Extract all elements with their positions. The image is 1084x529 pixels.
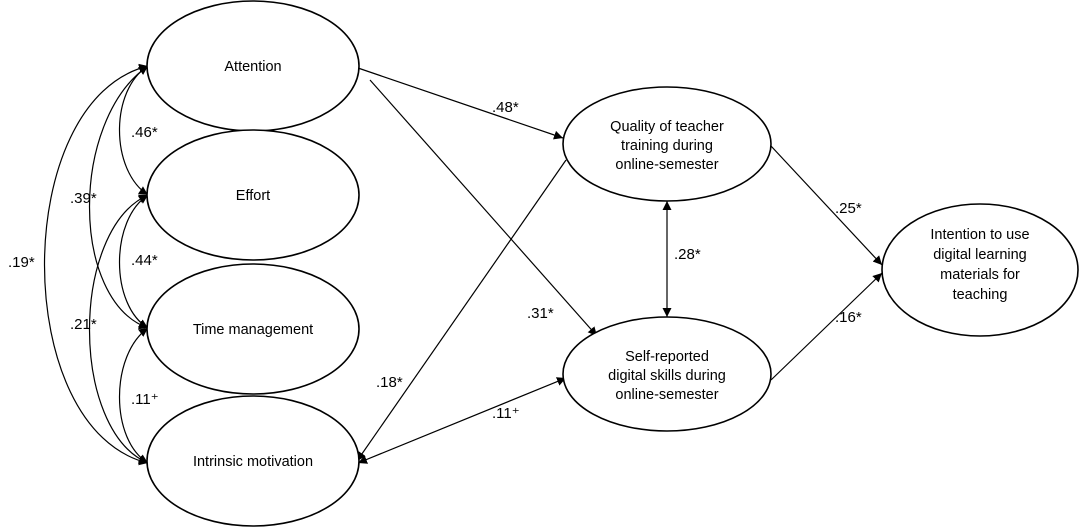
arc-time-intrinsic [118,327,149,464]
node-digital-skills-line-1: Self-reported [625,349,709,365]
node-intention-line-4: teaching [953,287,1008,303]
arc-effort-time [118,194,149,329]
node-digital-skills: Self-reported digital skills during onli… [562,316,772,432]
node-effort-label: Effort [236,188,270,204]
arc-attention-effort [118,65,149,196]
coef-attention-quality: .48* [492,99,519,116]
node-intention-line-2: digital learning [933,247,1027,263]
node-attention: Attention [146,0,360,132]
node-time-management-label: Time management [193,322,313,338]
coef-attention-effort: .46* [131,124,158,141]
coef-time-intrinsic: .11⁺ [131,391,159,408]
node-intrinsic-motivation: Intrinsic motivation [146,395,360,527]
node-quality-training: Quality of teacher training during onlin… [562,86,772,202]
path-attention-skills [369,79,598,337]
arc-attention-time [89,65,149,330]
node-intention-line-3: materials for [940,267,1020,283]
node-digital-skills-line-2: digital skills during [608,368,726,384]
node-quality-training-line-3: online-semester [615,157,718,173]
coef-attention-time: .39* [70,190,97,207]
coef-skills-intrinsic: .11⁺ [492,405,520,422]
coef-quality-intention: .25* [835,200,862,217]
coef-skills-intention: .16* [835,309,862,326]
node-quality-training-line-2: training during [621,138,713,154]
node-effort: Effort [146,129,360,261]
node-intention-line-1: Intention to use [930,227,1029,243]
node-time-management: Time management [146,263,360,395]
coef-quality-skills: .28* [674,246,701,263]
coef-quality-intrinsic: .18* [376,374,403,391]
node-digital-skills-line-3: online-semester [615,387,718,403]
arc-attention-intrinsic [44,63,149,466]
coef-effort-intrinsic: .21* [70,316,97,333]
arc-effort-intrinsic [88,194,149,464]
path-skills-intention [770,272,883,381]
coef-attention-intrinsic: .19* [8,254,35,271]
path-skills-intrinsic [357,377,567,464]
node-intention: Intention to use digital learning materi… [881,203,1079,337]
node-intrinsic-motivation-label: Intrinsic motivation [193,454,313,470]
node-quality-training-line-1: Quality of teacher [610,119,724,135]
path-quality-intention [770,145,883,266]
path-attention-quality [357,67,564,140]
coef-attention-skills: .31* [527,305,554,322]
coef-effort-time: .44* [131,252,158,269]
node-attention-label: Attention [224,59,281,75]
